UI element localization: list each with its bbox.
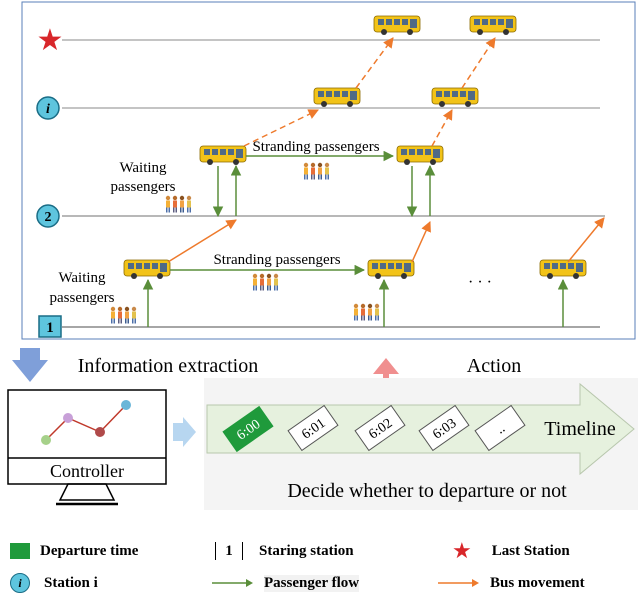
controller-label: Controller [50,461,124,481]
passenger-flow-arrow-icon [212,579,253,587]
legend-label: Passenger flow [264,574,360,592]
action-label: Action [467,355,521,377]
legend-label: Staring station [259,542,354,559]
bus-icon [123,259,171,280]
station-1-marker: 1 [38,315,62,338]
stranding-passengers-label: Stranding passengers [213,252,340,268]
last-station-star-icon: ★ [452,538,472,563]
ellipsis-label: · · · [468,274,492,291]
timeline-label: Timeline [544,418,616,440]
controller-monitor [7,389,167,485]
controller-graph [45,404,127,441]
timeline-slot: 6:02 [354,404,406,452]
legend-label: Departure time [40,542,139,559]
station-2-marker: 2 [36,204,60,228]
station-2-label: 2 [45,210,52,225]
timeline-slot: 6:00 [222,405,274,453]
bus-icon [373,15,421,36]
bus-movement-arrow [411,221,431,263]
legend-starting-station: 1 Staring station [215,540,354,562]
waiting-label: Waiting [58,270,106,286]
decide-label: Decide whether to departure or not [287,480,567,502]
up-arrow-icon [373,358,399,385]
legend-label: Station i [44,574,98,591]
station-i-label: i [46,102,50,117]
passengers-label: passengers [111,179,176,195]
legend-departure-time: Departure time [10,540,138,562]
waiting-label: Waiting [119,160,167,176]
bus-movement-arrow [431,109,453,147]
legend-label: Last Station [491,542,570,559]
bus-icon [313,87,361,108]
departure-time-swatch [10,543,30,559]
timeline-arrow [206,382,635,476]
station-1-label: 1 [46,320,54,336]
legend-passenger-flow: Passenger flow [210,572,360,594]
legend-bus-movement: Bus movement [436,572,585,594]
information-extraction-label: Information extraction [78,355,259,377]
bus-movement-arrow [355,37,394,89]
legend-label: Bus movement [490,574,585,591]
right-arrow-icon [173,417,196,447]
passengers-label: passengers [50,290,115,306]
bus-icon [199,145,247,166]
bus-movement-arrow [243,109,319,147]
monitor-stand [58,483,116,501]
stranding-passengers-label: Stranding passengers [252,139,379,155]
station-i-marker: i [36,96,60,120]
bus-icon [539,259,587,280]
bus-movement-arrow-icon [438,579,479,587]
bus-icon [431,87,479,108]
timeline-slot: .. [474,404,526,452]
down-arrow-icon [12,348,48,382]
bus-icon [367,259,415,280]
starting-station-swatch: 1 [215,542,243,560]
bus-movement-arrow [167,219,237,263]
station-i-icon: i [10,573,30,593]
bus-icon [396,145,444,166]
bus-movement-arrow [567,217,605,263]
legend-last-station: ★ Last Station [452,540,570,562]
legend-station-i: i Station i [10,572,98,594]
last-station-star-icon: ★ [37,24,64,57]
bus-icon [469,15,517,36]
